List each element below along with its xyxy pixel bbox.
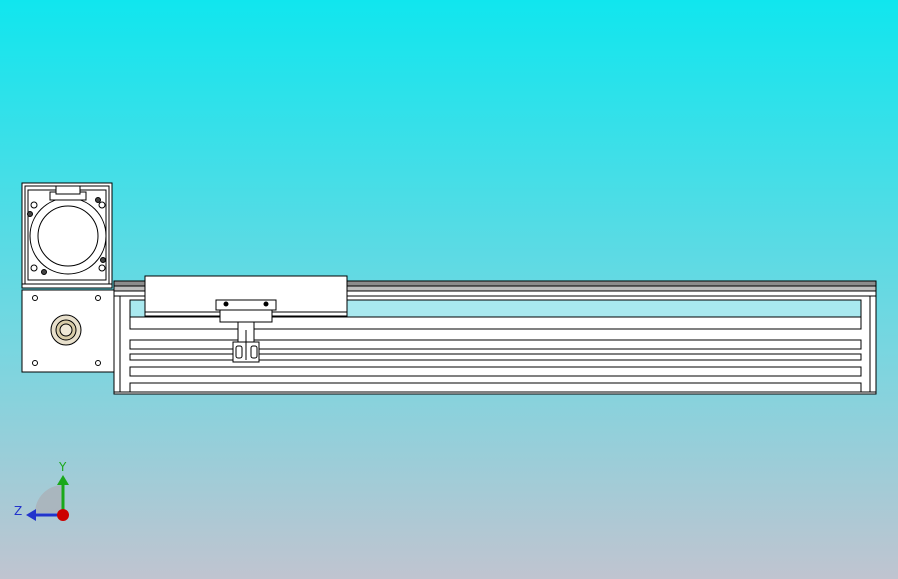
y-axis-label: Y	[58, 460, 67, 474]
axis-triad[interactable]: Y Z	[10, 455, 80, 525]
linear-rail[interactable]	[113, 280, 877, 395]
x-axis-dot	[57, 509, 69, 521]
z-axis-label: Z	[14, 504, 22, 518]
motor-housing[interactable]	[21, 182, 115, 373]
y-axis-arrowhead	[57, 475, 69, 485]
triad-arc	[35, 485, 63, 513]
z-axis-arrowhead	[26, 509, 36, 521]
slider-carriage[interactable]	[144, 275, 348, 363]
